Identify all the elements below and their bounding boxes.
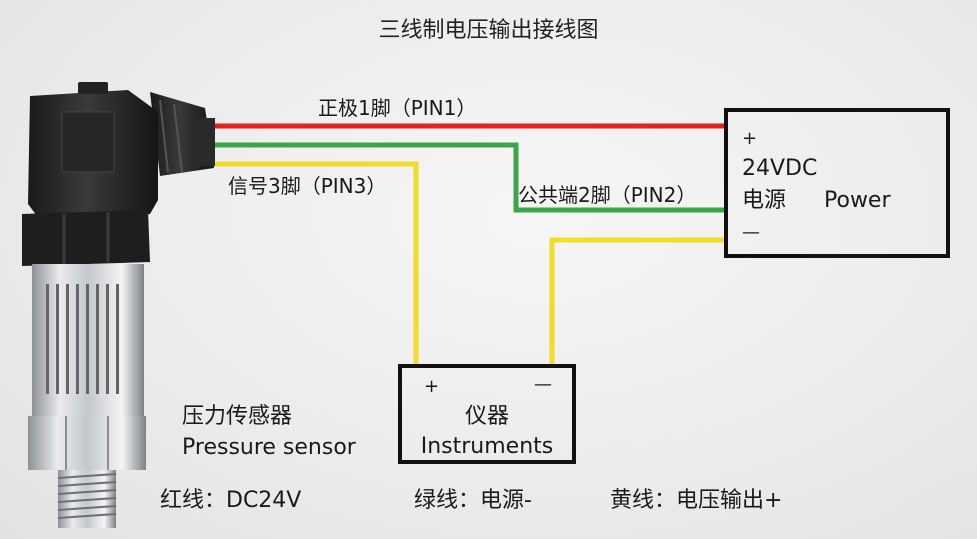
power-name-en: Power xyxy=(824,188,891,213)
pressure-sensor-icon xyxy=(22,82,215,528)
sensor-name-en: Pressure sensor xyxy=(182,435,356,460)
power-name-cn: 电源 xyxy=(742,188,787,213)
sensor-name-cn: 压力传感器 xyxy=(182,404,293,429)
instrument-minus-terminal: — xyxy=(534,374,552,395)
diagram-title: 三线制电压输出接线图 xyxy=(378,18,599,43)
power-plus-terminal: + xyxy=(742,128,758,149)
red-wire-label: 正极1脚（PIN1） xyxy=(318,96,477,120)
green-wire xyxy=(210,142,728,213)
instrument-name-en: Instruments xyxy=(420,434,554,459)
legend-red: 红线：DC24V xyxy=(160,488,302,513)
power-supply-box: + 24VDC 电源 Power — xyxy=(724,108,950,258)
yellow-wire-return xyxy=(549,237,728,367)
instrument-name-cn: 仪器 xyxy=(464,404,509,429)
yellow-wire-label: 信号3脚（PIN3） xyxy=(228,174,387,198)
yellow-wire-signal xyxy=(210,161,419,367)
instrument-box: + — 仪器 Instruments xyxy=(398,364,576,464)
instrument-plus-terminal: + xyxy=(424,376,440,397)
power-minus-terminal: — xyxy=(742,222,760,243)
legend-yellow: 黄线：电压输出+ xyxy=(610,488,783,513)
power-voltage: 24VDC xyxy=(742,156,818,181)
legend-green: 绿线：电源- xyxy=(414,488,532,513)
green-wire-label: 公共端2脚（PIN2） xyxy=(518,183,697,207)
